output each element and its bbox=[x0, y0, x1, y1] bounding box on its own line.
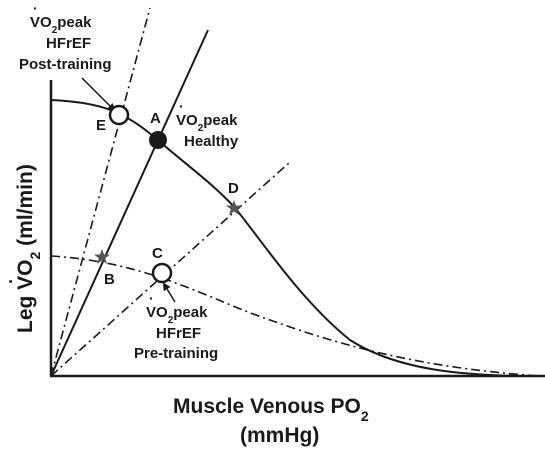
post-training-diffusion-line bbox=[50, 7, 151, 377]
point-d-star bbox=[226, 200, 242, 215]
convective-delivery-curve bbox=[50, 99, 521, 377]
pre-training-label: Pre-training bbox=[134, 345, 218, 362]
post-training-vo2peak-label: VO2peak bbox=[30, 14, 92, 36]
healthy-vo2-dot: · bbox=[179, 98, 184, 114]
x-axis-unit-label: (mmHg) bbox=[240, 424, 319, 447]
point-b-label: B bbox=[104, 271, 115, 288]
point-c-label: C bbox=[152, 245, 163, 262]
post-training-arrow bbox=[81, 77, 116, 112]
point-a-label: A bbox=[150, 110, 161, 127]
point-a-marker bbox=[149, 131, 167, 149]
y-axis-label: Leg VO2 (ml/min) bbox=[14, 164, 43, 333]
post-training-label: Post-training bbox=[19, 56, 112, 73]
healthy-label: Healthy bbox=[184, 133, 239, 150]
point-c-marker bbox=[151, 262, 173, 284]
x-axis-label: Muscle Venous PO2 bbox=[173, 395, 369, 424]
pre-training-convective-curve bbox=[50, 255, 541, 377]
point-b-star bbox=[94, 249, 110, 264]
pre-training-hfref-label: HFrEF bbox=[156, 325, 201, 342]
healthy-diffusion-line bbox=[50, 29, 209, 377]
pre-training-vo2-dot: · bbox=[149, 290, 154, 306]
post-training-hfref-label: HFrEF bbox=[46, 35, 91, 52]
point-d-label: D bbox=[228, 180, 239, 197]
pre-training-vo2peak-label: VO2peak bbox=[146, 304, 208, 326]
y-axis-vo2-dot: · bbox=[1, 278, 21, 284]
healthy-vo2peak-label: VO2peak bbox=[176, 112, 238, 134]
pre-training-arrow bbox=[162, 282, 176, 303]
post-training-vo2-dot: · bbox=[33, 0, 38, 16]
point-e-marker bbox=[108, 104, 130, 126]
point-e-label: E bbox=[96, 117, 106, 134]
